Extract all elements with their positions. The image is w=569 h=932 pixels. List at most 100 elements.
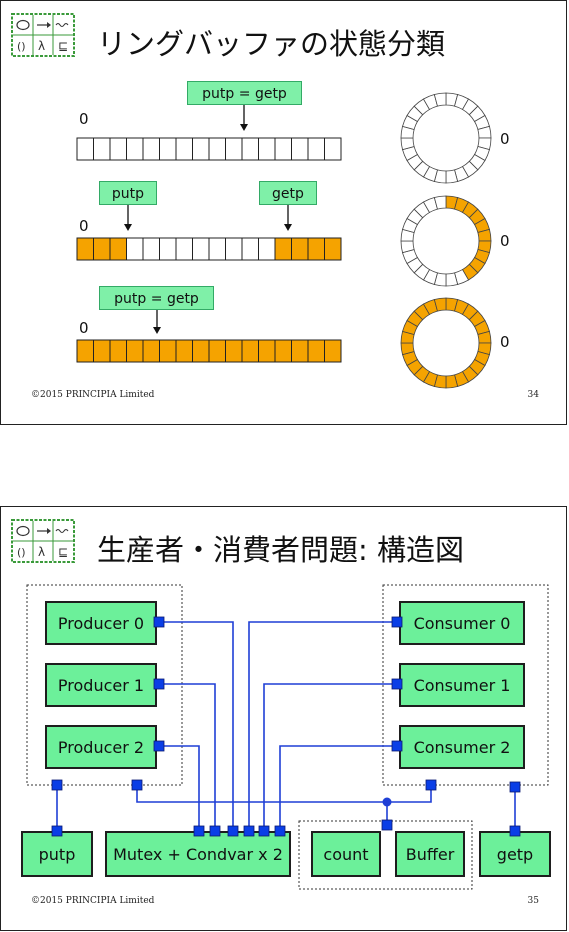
ring-zero-label: 0 [500, 232, 510, 250]
buffer-slot [274, 137, 292, 161]
svg-text:λ: λ [38, 39, 45, 53]
buffer-slot [109, 237, 127, 261]
ring-slot [433, 195, 447, 210]
ring-slot [433, 92, 447, 107]
buffer-slot [241, 237, 259, 261]
structure-wiring [26, 584, 549, 890]
slide-title: リングバッファの状態分類 [97, 27, 446, 61]
wire [159, 683, 216, 829]
connector-port [243, 825, 255, 837]
buffer-slot [208, 137, 226, 161]
ring-buffer-diagram [76, 92, 492, 389]
buffer-slot [93, 339, 111, 363]
connector-port [258, 825, 270, 837]
copyright-footer: ©2015 PRINCIPIA Limited [31, 896, 155, 906]
producer-2-box: Producer 2 [45, 725, 157, 769]
buffer-slot [274, 339, 292, 363]
pointer-arrow-head [124, 224, 132, 231]
wire [136, 785, 387, 803]
buffer-slot [93, 137, 111, 161]
buffer-slot [225, 237, 243, 261]
connector-port [209, 825, 221, 837]
slide-ring-buffer-states: () λ ⊑ リングバッファの状態分類 0 0 0 putp = getp pu… [0, 0, 567, 425]
page-number: 35 [527, 896, 539, 906]
pointer-label-getp: getp [259, 181, 317, 205]
buffer-slot [324, 339, 342, 363]
buffer-slot [192, 339, 210, 363]
buffer-slot [175, 339, 193, 363]
wire [248, 621, 397, 829]
connector-port [509, 825, 521, 837]
buffer-slot [225, 137, 243, 161]
putp-box: putp [21, 831, 93, 877]
buffer-slot [159, 237, 177, 261]
connector-port [193, 825, 205, 837]
buffer-slot [159, 137, 177, 161]
connector-port [51, 825, 63, 837]
buffer-slot [126, 137, 144, 161]
pointer-arrow-head [240, 124, 248, 131]
buffer-slot [208, 237, 226, 261]
buffer-slot [225, 339, 243, 363]
connector-port [51, 779, 63, 791]
buffer-slot [307, 137, 325, 161]
buffer-slot [192, 137, 210, 161]
ring-zero-label: 0 [500, 130, 510, 148]
pointer-arrow-head [284, 224, 292, 231]
index-zero-label: 0 [79, 110, 89, 128]
mutex-condvar-box: Mutex + Condvar x 2 [105, 831, 291, 877]
buffer-slot [274, 237, 292, 261]
connector-port [391, 678, 403, 690]
producer-group-outline [26, 584, 183, 786]
buffer-slot [291, 137, 309, 161]
buffer-slot [258, 339, 276, 363]
buffer-slot [175, 137, 193, 161]
buffer-slot [258, 137, 276, 161]
connector-port [509, 781, 521, 793]
buffer-slot [142, 237, 160, 261]
connection-ports [51, 616, 521, 837]
wire [387, 785, 432, 803]
copyright-footer: ©2015 PRINCIPIA Limited [31, 390, 155, 400]
connector-port [274, 825, 286, 837]
producer-0-box: Producer 0 [45, 601, 157, 645]
consumer-group-outline [382, 584, 549, 786]
buffer-slot [324, 137, 342, 161]
buffer-slot [76, 339, 94, 363]
principia-logo-icon: () λ ⊑ [11, 519, 75, 563]
connector-port [153, 678, 165, 690]
connector-port [153, 616, 165, 628]
buffer-slot [159, 339, 177, 363]
page-number: 34 [527, 390, 539, 400]
pointer-label-equal-full: putp = getp [99, 286, 214, 310]
buffer-slot [192, 237, 210, 261]
buffer-slot [76, 137, 94, 161]
buffer-slot [208, 339, 226, 363]
buffer-slot [126, 237, 144, 261]
buffer-slot [307, 339, 325, 363]
buffer-slot [241, 137, 259, 161]
buffer-slot [126, 339, 144, 363]
principia-logo-icon: () λ ⊑ [11, 13, 75, 57]
ring-zero-label: 0 [500, 333, 510, 351]
connector-port [381, 819, 393, 831]
consumer-2-box: Consumer 2 [399, 725, 525, 769]
svg-text:⊑: ⊑ [58, 39, 68, 53]
pointer-arrow-head [153, 327, 161, 334]
shared-state-group-outline [298, 820, 473, 890]
consumer-1-box: Consumer 1 [399, 663, 525, 707]
wire-junction [382, 797, 392, 807]
svg-text:(): () [17, 546, 26, 559]
buffer-slot [142, 339, 160, 363]
buffer-slot [109, 137, 127, 161]
buffer-slot [324, 237, 342, 261]
connector-port [227, 825, 239, 837]
pointer-label-equal-empty: putp = getp [187, 81, 302, 105]
slide-title: 生産者・消費者問題: 構造図 [97, 533, 464, 567]
buffer-slot [142, 137, 160, 161]
connector-port [391, 740, 403, 752]
connector-port [153, 740, 165, 752]
wire [263, 683, 397, 829]
index-zero-label: 0 [79, 319, 89, 337]
count-box: count [311, 831, 381, 877]
